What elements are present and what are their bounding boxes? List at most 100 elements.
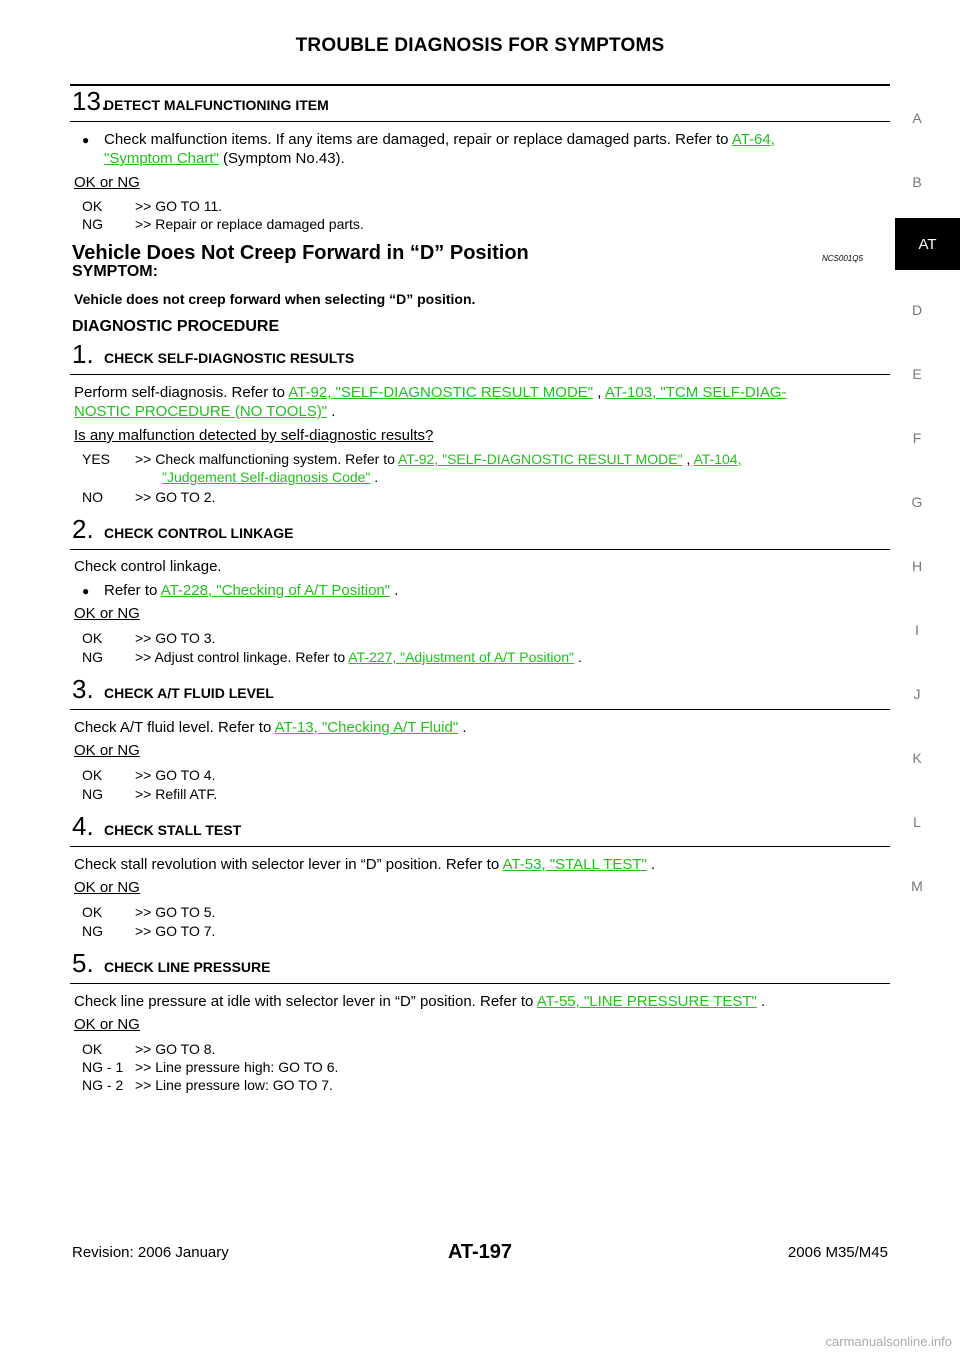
step-5-result-ng1-value: >> Line pressure high: GO TO 6. [135,1059,339,1075]
step-13-rule [70,121,890,122]
step-1-end: . [327,403,336,420]
page-header-title: TROUBLE DIAGNOSIS FOR SYMPTOMS [295,35,665,56]
step-3-result-ok-value: >> GO TO 4. [135,767,216,783]
step-3-text-line: Check A/T fluid level. Refer to AT-13, "… [74,719,467,737]
step-4-result-ok-value: >> GO TO 5. [135,904,216,920]
step-5-result-ok-value: >> GO TO 8. [135,1041,216,1057]
step-13-link-symptom-chart[interactable]: "Symptom Chart" [104,150,219,167]
step-5-ok-or-ng: OK or NG [74,1016,140,1033]
step-2-number: 2. [72,514,94,544]
step-2-link-at228[interactable]: AT-228, "Checking of A/T Position" [160,582,391,599]
side-nav-letter-h[interactable]: H [911,558,923,574]
step-3-ok-or-ng: OK or NG [74,742,140,759]
footer-page-number: AT-197 [447,1241,513,1263]
step-4-result-ng-key: NG [82,923,103,939]
step-1-yes-key: YES [82,451,111,467]
step-3-link-at13[interactable]: AT-13, "Checking A/T Fluid" [274,719,459,736]
step-2-result-ng-value: >> Adjust control linkage. Refer to AT-2… [135,648,582,666]
step-1-link-at92[interactable]: AT-92, "SELF-DIAGNOSTIC RESULT MODE" [288,384,594,401]
side-nav-letter-e[interactable]: E [912,366,922,382]
step-2-result-ng-text: >> Adjust control linkage. Refer to [135,649,346,665]
step-2-result-ok-key: OK [82,630,103,646]
step-4-text: Check stall revolution with selector lev… [74,856,500,873]
step-5-text-line: Check line pressure at idle with selecto… [74,993,765,1011]
step-1-text-line1: Perform self-diagnosis. Refer to AT-92, … [74,384,787,402]
step-4-ok-or-ng: OK or NG [74,879,140,896]
side-nav-letter-b[interactable]: B [912,174,922,190]
step-4-result-ng-value: >> GO TO 7. [135,923,216,939]
footer-model: 2006 M35/M45 [787,1244,888,1261]
step-2-rule [70,549,890,550]
step-4-number: 4. [72,811,94,841]
step-13-title: DETECT MALFUNCTIONING ITEM [104,97,329,113]
step-1-number: 1. [72,339,94,369]
step-3-number: 3. [72,674,94,704]
step-5-result-ng2-value: >> Line pressure low: GO TO 7. [135,1077,333,1093]
step-5-result-ok-key: OK [82,1041,103,1057]
watermark: carmanualsonline.info [825,1334,952,1349]
symptom-label: SYMPTOM: [72,263,158,280]
step-1-yes-text: >> Check malfunctioning system. Refer to [135,451,395,467]
diagnostic-procedure-label: DIAGNOSTIC PROCEDURE [72,318,280,335]
footer-revision: Revision: 2006 January [72,1244,229,1261]
step-1-sep: , [593,384,605,401]
step-2-result-ng-key: NG [82,649,103,665]
step-13-link-at64[interactable]: AT-64, [731,131,775,148]
step-3-result-ng-key: NG [82,786,103,802]
side-nav-letter-j[interactable]: J [913,686,921,702]
side-nav-letter-i[interactable]: I [915,622,919,638]
step-2-title: CHECK CONTROL LINKAGE [104,525,294,541]
step-5-result-ng1-key: NG - 1 [82,1059,124,1075]
step-1-yes-sep: , [682,451,694,467]
side-nav-letter-m[interactable]: M [911,878,923,894]
step-4-title: CHECK STALL TEST [104,822,242,838]
step-3-result-ng-value: >> Refill ATF. [135,786,218,802]
side-nav-tab-at-active[interactable]: AT [895,218,960,270]
step-2-result-ng-end: . [574,649,582,665]
step-2-ok-or-ng: OK or NG [74,605,140,622]
step-1-yes-link-at104[interactable]: AT-104, [693,451,742,467]
step-13-text: Check malfunction items. If any items ar… [104,131,775,149]
step-1-yes-end: . [370,469,379,485]
step-2-result-ok-value: >> GO TO 3. [135,630,216,646]
step-3-title: CHECK A/T FLUID LEVEL [104,685,274,701]
step-5-number: 5. [72,948,94,978]
step-1-yes-value-line2: "Judgement Self-diagnosis Code" . [162,468,378,486]
step-1-link-at103-cont[interactable]: NOSTIC PROCEDURE (NO TOOLS)" [74,403,328,420]
step-2-text: Check control linkage. [74,558,222,575]
step-3-end: . [458,719,467,736]
step-1-rule [70,374,890,375]
step-2-bullet-text: Refer to [104,582,158,599]
step-4-result-ok-key: OK [82,904,103,920]
side-nav-letter-k[interactable]: K [912,750,922,766]
step-5-end: . [756,993,766,1010]
step-5-result-ng2-key: NG - 2 [82,1077,124,1093]
bullet-icon: ● [82,584,90,598]
side-nav-letter-a[interactable]: A [912,110,922,126]
side-nav-letter-d[interactable]: D [911,302,923,318]
step-4-rule [70,846,890,847]
side-nav-letter-f[interactable]: F [912,430,922,446]
side-nav-letter-g[interactable]: G [911,494,923,510]
step-5-text: Check line pressure at idle with selecto… [74,993,534,1010]
step-2-link-at227[interactable]: AT-227, "Adjustment of A/T Position" [348,649,575,665]
step-4-text-line: Check stall revolution with selector lev… [74,856,655,874]
step-13-result-ok-value: >> GO TO 11. [135,198,223,214]
step-1-title: CHECK SELF-DIAGNOSTIC RESULTS [104,350,355,366]
section-code: NCS001Q5 [822,254,863,263]
step-13-result-ng-key: NG [82,216,103,232]
section-title: Vehicle Does Not Creep Forward in “D” Po… [72,242,529,264]
step-4-end: . [646,856,656,873]
step-1-no-key: NO [82,489,103,505]
step-13-ok-or-ng: OK or NG [74,174,140,191]
step-5-link-at55[interactable]: AT-55, "LINE PRESSURE TEST" [536,993,757,1010]
step-4-link-at53[interactable]: AT-53, "STALL TEST" [502,856,647,873]
step-13-text-body: Check malfunction items. If any items ar… [104,131,729,148]
header-rule [70,84,890,86]
step-1-yes-link-at92[interactable]: AT-92, "SELF-DIAGNOSTIC RESULT MODE" [398,451,683,467]
side-nav-letter-l[interactable]: L [913,814,921,830]
step-1-yes-link-judgement[interactable]: "Judgement Self-diagnosis Code" [162,469,371,485]
step-5-title: CHECK LINE PRESSURE [104,959,271,975]
step-3-result-ok-key: OK [82,767,103,783]
step-1-link-at103[interactable]: AT-103, "TCM SELF-DIAG- [604,384,787,401]
